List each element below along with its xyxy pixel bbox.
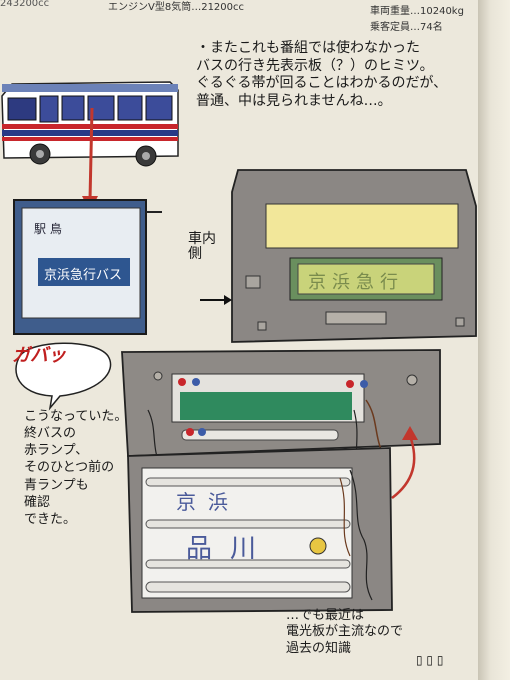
left-note: こうなっていた。終バスの赤ランプ、そのひとつ前の青ランプも確認できた。 xyxy=(24,408,127,528)
top-note: ・またこれも番組では使わなかったバスの行き先表示板（？）のヒミツ。ぐるぐる帯が回… xyxy=(196,40,447,110)
open-unit-lid xyxy=(121,349,441,481)
roll-text-upper: 京浜 xyxy=(176,490,240,514)
display-window-text: 京浜急行 xyxy=(308,272,404,293)
roll-text-lower: 品川 xyxy=(186,534,275,564)
spec-capacity: 乗客定員…74名 xyxy=(370,22,443,33)
speech-bubble xyxy=(15,342,112,411)
spec-vehicle-weight: 車両重量…10240kg xyxy=(370,6,464,17)
note-line: できた。 xyxy=(24,511,77,527)
note-line: ・またこれも番組では使わなかった xyxy=(196,40,420,56)
svg-text:▯ ▯ ▯: ▯ ▯ ▯ xyxy=(416,653,443,667)
note-line: そのひとつ前の xyxy=(24,460,115,476)
roller-chamber xyxy=(127,447,393,613)
bottom-note: …でも最近は電光板が主流なので過去の知識 xyxy=(286,608,403,657)
bus-illustration xyxy=(1,81,179,167)
label-line: 車内 xyxy=(188,231,216,247)
interior-side-label: 車内側 xyxy=(188,232,216,261)
note-line: 電光板が主流なので xyxy=(286,624,404,640)
spec-engine: エンジンV型8気筒…21200cc xyxy=(108,2,245,13)
note-line: …でも最近は xyxy=(286,608,365,623)
opening-arrow xyxy=(391,426,418,499)
note-line: バスの行き先表示板（？）のヒミツ。 xyxy=(196,57,434,74)
note-line: 過去の知識 xyxy=(286,640,352,656)
note-line: 青ランプも xyxy=(24,477,89,493)
sign-top-text: 駅 鳥 xyxy=(34,222,62,236)
sound-effect: ガバッ xyxy=(12,345,66,366)
display-unit-box xyxy=(200,169,477,343)
note-line: 赤ランプ、 xyxy=(24,443,89,459)
destination-sign-board xyxy=(13,199,162,335)
page-gutter xyxy=(478,0,510,680)
note-line: ぐるぐる帯が回ることはわかるのだが、 xyxy=(196,75,448,91)
note-line: 普通、中は見られませんね…。 xyxy=(196,92,392,109)
note-line: 終バスの xyxy=(24,426,77,442)
sign-main-text: 京浜急行バス xyxy=(44,268,123,283)
bottom-marks: ▯ ▯ ▯ xyxy=(416,653,443,667)
note-line: こうなっていた。 xyxy=(24,409,128,424)
note-line: 確認 xyxy=(24,494,51,510)
spec-fragment: 243200cc xyxy=(0,0,50,9)
label-line: 側 xyxy=(188,245,202,262)
